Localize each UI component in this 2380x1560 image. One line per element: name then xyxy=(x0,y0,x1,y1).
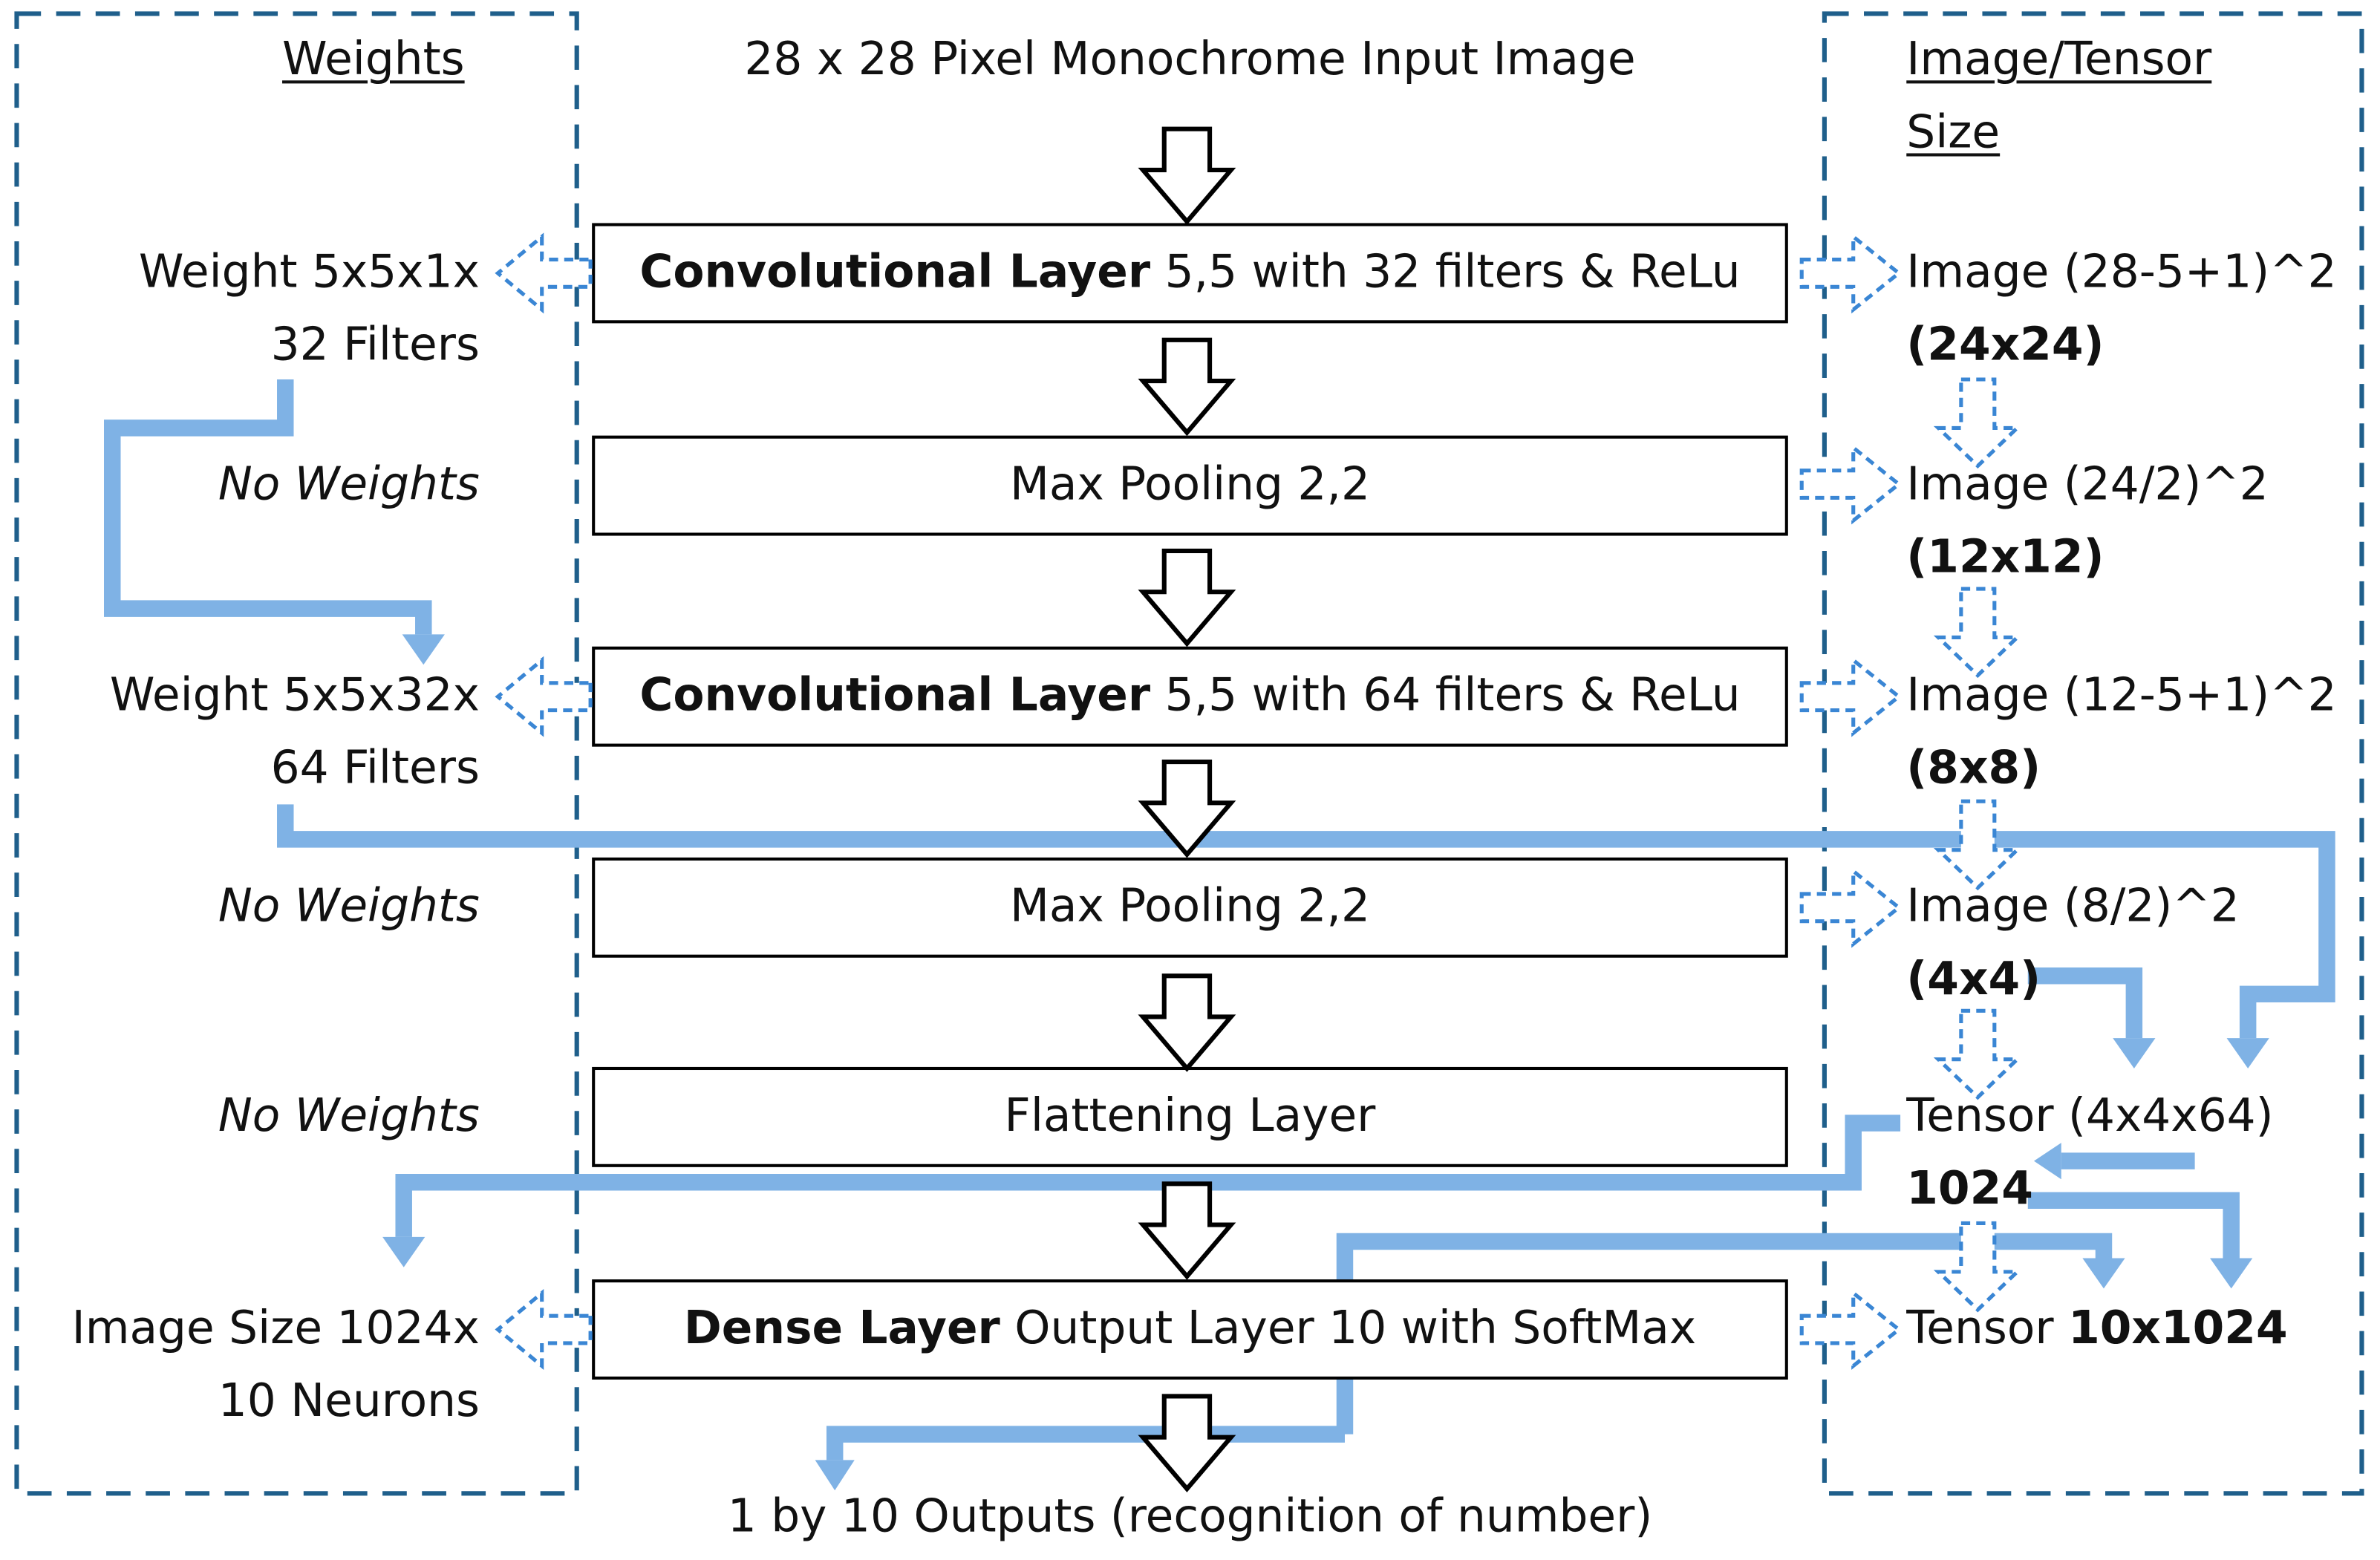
connector-lines xyxy=(104,379,2335,1461)
down-arrow-icon xyxy=(1933,799,2022,891)
connector-1024-right xyxy=(2027,1192,2240,1259)
right-arrow-icon xyxy=(1799,867,1903,948)
layer-detail: Max Pooling 2,2 xyxy=(1009,458,1370,512)
layer-boxes xyxy=(592,223,1788,1380)
layer-box xyxy=(592,435,1788,536)
weight-label: No Weights xyxy=(218,1089,480,1143)
down-arrow-icon xyxy=(1933,1008,2022,1100)
input-label: 28 x 28 Pixel Monochrome Input Image xyxy=(744,33,1636,87)
connector-output-down xyxy=(826,1426,1345,1461)
right-arrow-icon xyxy=(1799,443,1903,525)
connector-weights-1 xyxy=(104,379,432,635)
layer-label: Flattening Layer xyxy=(593,1090,1787,1145)
arrowhead xyxy=(402,634,445,665)
weight-label: Weight 5x5x32x xyxy=(109,669,480,722)
down-arrow-icon xyxy=(1138,337,1236,437)
right-arrow-icon xyxy=(1799,1289,1903,1370)
size-label: (4x4) xyxy=(1906,953,2041,1007)
down-arrow-icon xyxy=(1933,377,2022,469)
connector-1024-to-weights xyxy=(395,1114,1901,1237)
layer-name: Convolutional Layer xyxy=(639,246,1151,299)
size-value: 10x1024 xyxy=(2068,1302,2288,1356)
flow-arrows xyxy=(1138,126,1236,1492)
layer-box xyxy=(592,1279,1788,1380)
size-header-line1: Image/Tensor xyxy=(1906,33,2212,87)
size-label: Image (12-5+1)^2 xyxy=(1906,669,2337,722)
size-label: Image (8/2)^2 xyxy=(1906,880,2240,934)
layer-box xyxy=(592,646,1788,747)
left-arrow-icon xyxy=(495,1289,593,1371)
arrowhead xyxy=(2210,1258,2253,1289)
layer-box xyxy=(592,857,1788,958)
size-label: Image (28-5+1)^2 xyxy=(1906,246,2337,299)
down-arrow-icon xyxy=(1933,1221,2022,1313)
connector-arrowheads xyxy=(382,634,2269,1491)
weights-header: Weights xyxy=(282,33,465,87)
size-label: (12x12) xyxy=(1906,531,2104,584)
layer-box xyxy=(592,223,1788,324)
layer-name: Convolutional Layer xyxy=(639,669,1151,722)
connector-weights-2 xyxy=(277,804,2335,1039)
layer-detail: 5,5 with 64 filters & ReLu xyxy=(1150,669,1741,722)
layer-label: Convolutional Layer 5,5 with 32 filters … xyxy=(593,246,1787,301)
size-label: Tensor 10x1024 xyxy=(1906,1302,2287,1357)
weight-label: No Weights xyxy=(218,458,480,512)
layer-label: Max Pooling 2,2 xyxy=(593,881,1787,936)
weight-label: 10 Neurons xyxy=(218,1374,480,1429)
weight-label: 64 Filters xyxy=(270,742,480,796)
layer-box xyxy=(592,1066,1788,1167)
layer-label: Max Pooling 2,2 xyxy=(593,458,1787,513)
size-label: (8x8) xyxy=(1906,742,2041,796)
size-label: (24x24) xyxy=(1906,319,2104,372)
down-arrow-icon xyxy=(1933,587,2022,679)
layer-name: Dense Layer xyxy=(683,1302,1000,1356)
layer-label: Convolutional Layer 5,5 with 64 filters … xyxy=(593,669,1787,724)
layer-detail: Flattening Layer xyxy=(1004,1089,1376,1143)
layer-detail: Output Layer 10 with SoftMax xyxy=(1000,1302,1697,1356)
size-prefix: Tensor xyxy=(1906,1302,2069,1356)
arrowhead xyxy=(815,1460,855,1491)
size-label: Tensor (4x4x64) xyxy=(1906,1089,2274,1143)
size-label: 1024 xyxy=(1906,1162,2033,1216)
arrowhead xyxy=(2033,1143,2061,1180)
layer-detail: Max Pooling 2,2 xyxy=(1009,880,1370,934)
left-arrow-icon xyxy=(495,232,593,314)
connector-4x4 xyxy=(2027,967,2143,1039)
size-header-line2: Size xyxy=(1906,106,2001,160)
weight-label: Image Size 1024x xyxy=(71,1302,480,1356)
layer-label: Dense Layer Output Layer 10 with SoftMax xyxy=(593,1302,1787,1357)
arrowhead xyxy=(382,1236,426,1267)
arrowhead xyxy=(2113,1038,2156,1068)
down-arrow-icon xyxy=(1138,1394,1236,1492)
size-panel xyxy=(1822,11,2364,1496)
dotted-arrows xyxy=(495,232,2022,1371)
weights-panel xyxy=(14,11,579,1496)
down-arrow-icon xyxy=(1138,548,1236,647)
down-arrow-icon xyxy=(1138,1181,1236,1280)
size-label: Image (24/2)^2 xyxy=(1906,458,2269,512)
layer-detail: 5,5 with 32 filters & ReLu xyxy=(1150,246,1741,299)
weight-label: No Weights xyxy=(218,880,480,934)
arrowhead xyxy=(2226,1038,2269,1068)
down-arrow-icon xyxy=(1138,973,1236,1072)
right-arrow-icon xyxy=(1799,232,1903,314)
down-arrow-icon xyxy=(1138,760,1236,858)
weight-label: 32 Filters xyxy=(270,319,480,372)
down-arrow-icon xyxy=(1138,126,1236,226)
weight-label: Weight 5x5x1x xyxy=(138,246,480,299)
right-arrow-icon xyxy=(1799,656,1903,737)
arrowhead xyxy=(2082,1258,2125,1289)
left-arrow-icon xyxy=(495,656,593,737)
output-label: 1 by 10 Outputs (recognition of number) xyxy=(727,1490,1653,1544)
